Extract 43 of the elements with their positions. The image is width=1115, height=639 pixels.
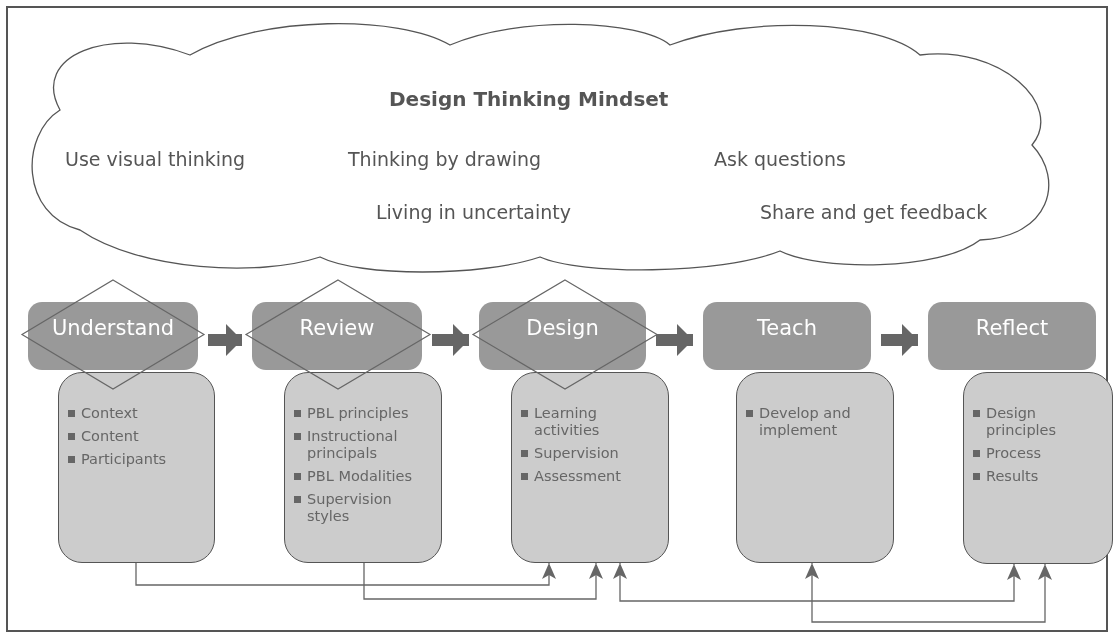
bullet-text: Content [81,428,139,445]
mindset-text: Use visual thinking [65,148,246,170]
mindset-text: Ask questions [714,148,846,170]
block-arrow [881,324,918,356]
bullet-text: PBL principles [307,405,409,422]
bullet-text: PBL Modalities [307,468,413,485]
content-card [963,372,1113,564]
block-arrow [432,324,469,356]
cloud-title: Design Thinking Mindset [389,87,669,111]
connector-arrow [805,562,1052,623]
block-arrow [208,324,242,356]
diamond-outline [245,279,431,390]
bullet-text: Context [81,405,138,422]
phase-title: Understand [50,316,176,340]
content-card [58,372,215,563]
phase-title: Review [298,316,376,340]
bullet-text: Assessment [534,468,621,485]
connector-arrow [613,562,1021,602]
bullet-text: Learning activities [534,405,601,439]
bullet-text: Process [986,445,1041,462]
diamond-outline [21,279,205,390]
diamond-outline [472,279,658,390]
connector-arrow [135,562,556,586]
bullet-text: Participants [81,451,167,468]
mindset-text: Share and get feedback [760,201,988,223]
content-card [284,372,442,563]
mindset-text: Living in uncertainty [376,201,572,223]
content-card [736,372,894,563]
phase-title: Reflect [974,316,1050,340]
bullet-text: Design principles [986,405,1058,439]
phase-title: Design [525,316,600,340]
content-card [511,372,669,563]
bullet-text: Results [986,468,1039,485]
bullet-text: Develop and implement [759,405,852,439]
phase-header [928,302,1096,370]
bullet-text: Supervision styles [307,491,393,525]
block-arrow [656,324,693,356]
connector-arrow [363,562,603,600]
bullet-text: Supervision [534,445,619,462]
bullet-text: Instructional principals [307,428,399,462]
phase-header [703,302,871,370]
mindset-text: Thinking by drawing [348,148,542,170]
phase-title: Teach [756,316,818,340]
